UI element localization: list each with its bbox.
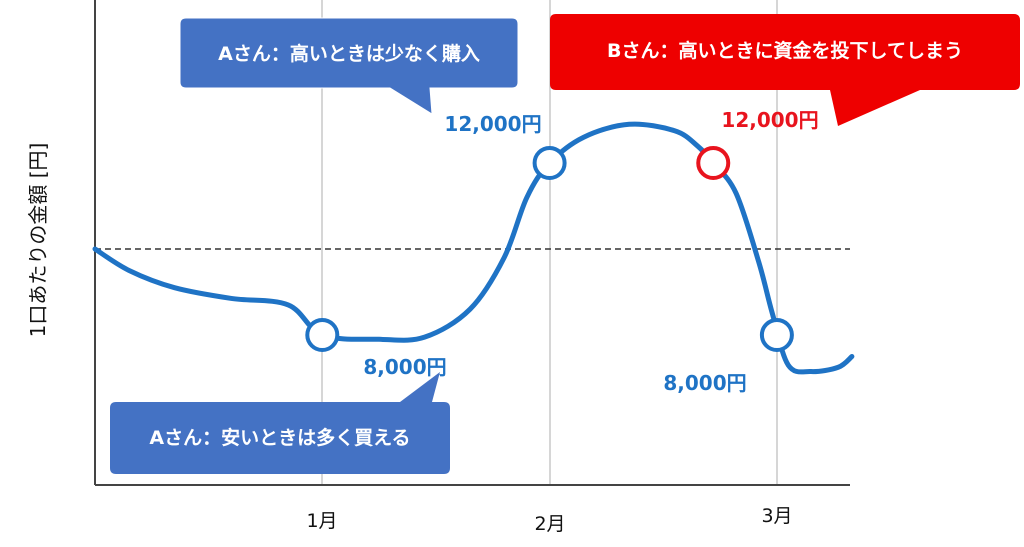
callout-b-shape	[550, 14, 1020, 126]
series-line	[92, 121, 855, 375]
marker-8000-jan	[305, 318, 340, 352]
callout-a-low-shape	[110, 372, 450, 474]
marker-12000-feb	[532, 146, 567, 180]
marker-12000-late-feb	[696, 146, 731, 180]
callout-b: Bさん：高いときに資金を投下してしまう	[550, 14, 1020, 126]
callout-a-low-text: Aさん：安いときは多く買える	[149, 426, 410, 449]
marker-label-12000-late-feb: 12,000円	[721, 108, 818, 132]
callout-a-low: Aさん：安いときは多く買える	[110, 372, 450, 474]
marker-8000-mar	[759, 318, 794, 352]
y-axis-label: 1口あたりの金額 [円]	[26, 143, 50, 338]
callout-a-high-shape	[179, 17, 519, 115]
callout-a-high-text: Aさん：高いときは少なく購入	[218, 42, 480, 65]
callout-b-text: Bさん：高いときに資金を投下してしまう	[607, 39, 963, 62]
marker-label-12000-feb: 12,000円	[444, 112, 541, 136]
marker-label-8000-mar: 8,000円	[663, 371, 746, 395]
x-tick-3: 3月	[761, 505, 792, 527]
x-tick-1: 1月	[306, 510, 337, 532]
callout-a-high: Aさん：高いときは少なく購入	[179, 17, 519, 115]
marker-label-8000-jan: 8,000円	[363, 355, 446, 379]
x-tick-2: 2月	[534, 513, 565, 535]
